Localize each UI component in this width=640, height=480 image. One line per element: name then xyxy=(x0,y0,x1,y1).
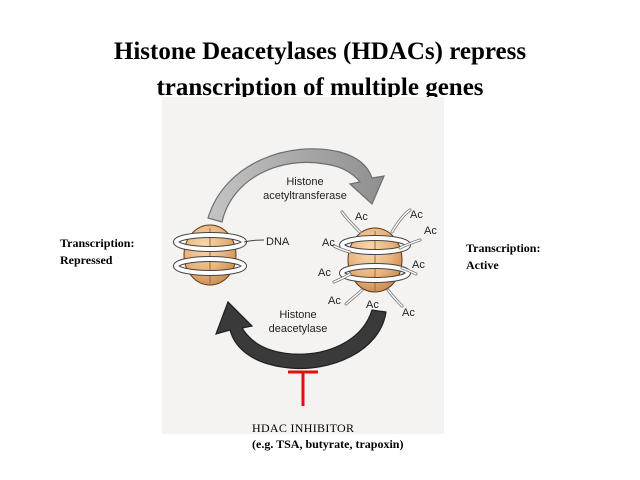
slide-title: Histone Deacetylases (HDACs) repress tra… xyxy=(0,34,640,106)
slide-title-line-1: Histone Deacetylases (HDACs) repress xyxy=(113,38,527,65)
acetyl-label: Ac xyxy=(355,211,368,223)
acetyl-label: Ac xyxy=(410,209,423,221)
acetylated-nucleosome xyxy=(332,208,422,308)
acetyl-label: Ac xyxy=(322,237,335,249)
condensed-nucleosome xyxy=(173,224,265,286)
deacetylase-label-line-2: deacetylase xyxy=(269,323,328,335)
slide-title-line-2: transcription of multiple genes xyxy=(156,74,484,101)
deacetylase-arrow xyxy=(215,300,387,370)
acetyl-label: Ac xyxy=(424,225,437,237)
hdac-inhibitor-label: HDAC INHIBITOR (e.g. TSA, butyrate, trap… xyxy=(252,420,403,452)
acetyltransferase-arrow xyxy=(207,148,385,223)
acetyl-label: Ac xyxy=(318,267,331,279)
acetyltransferase-label-line-2: acetyltransferase xyxy=(263,190,347,202)
inhibition-bar xyxy=(288,370,318,406)
acetyl-label: Ac xyxy=(412,259,425,271)
active-label-line-2: Active xyxy=(466,258,499,272)
acetyl-label: Ac xyxy=(402,307,415,319)
active-label-line-1: Transcription: xyxy=(466,241,541,255)
repressed-state-label: Transcription: Repressed xyxy=(60,235,134,269)
acetyl-label: Ac xyxy=(366,299,379,311)
deacetylase-label-line-1: Histone xyxy=(279,309,316,321)
repressed-label-line-2: Repressed xyxy=(60,253,113,267)
inhibitor-examples: (e.g. TSA, butyrate, trapoxin) xyxy=(252,437,404,451)
acetyltransferase-label-line-1: Histone xyxy=(286,176,323,188)
repressed-label-line-1: Transcription: xyxy=(60,236,135,250)
acetyl-label: Ac xyxy=(328,295,341,307)
acetyl-labels: Ac Ac Ac Ac Ac Ac Ac Ac Ac xyxy=(318,209,437,319)
active-state-label: Transcription: Active xyxy=(466,240,540,274)
inhibitor-name: HDAC INHIBITOR xyxy=(252,421,355,435)
dna-label: DNA xyxy=(266,236,290,248)
